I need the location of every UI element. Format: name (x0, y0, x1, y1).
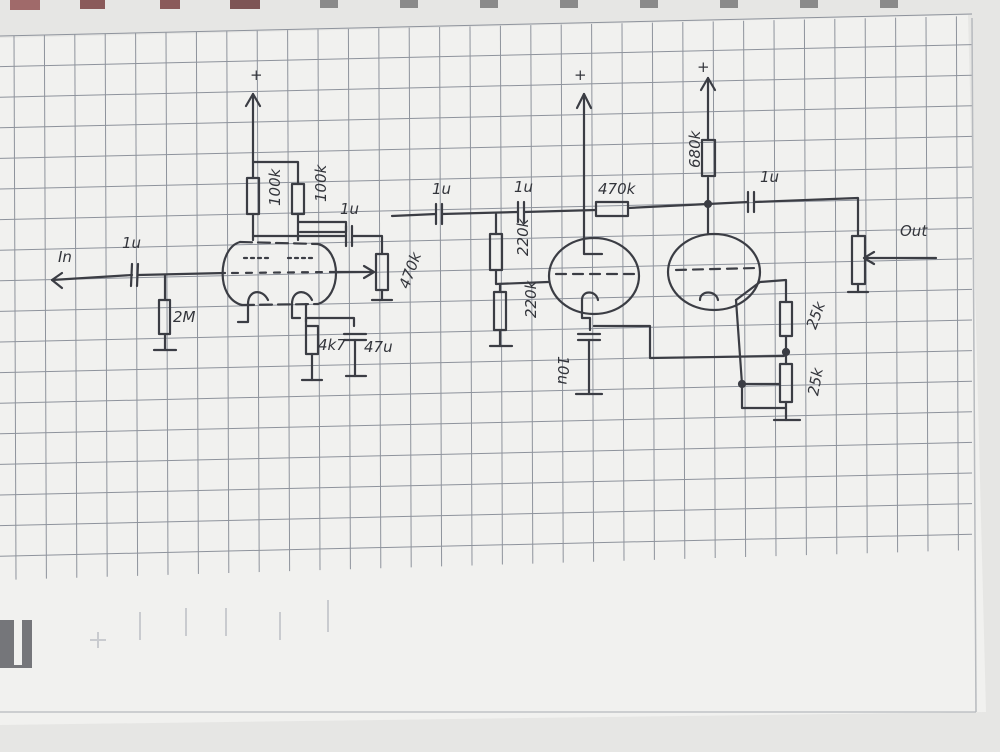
grid-line-horizontal (0, 74, 973, 98)
grid-line-horizontal (0, 503, 973, 527)
supply-plus-3: + (697, 58, 710, 76)
grid-line-horizontal (0, 227, 973, 251)
input-arrow (50, 271, 64, 290)
grid-line-vertical (408, 27, 412, 568)
grid-line-horizontal (0, 288, 973, 312)
grid-line-vertical (651, 22, 655, 560)
paper-sheet (0, 15, 986, 725)
tube3-envelope (666, 232, 762, 312)
coupling-cap-a-label: 1u (432, 180, 451, 198)
grid-resistor-label: 2M (173, 308, 196, 326)
supply-arrow-3 (699, 76, 717, 92)
tube1-left-envelope (221, 240, 244, 307)
grid-line-vertical (347, 28, 351, 570)
tube2-cathode (580, 291, 600, 302)
grid-line-horizontal (0, 13, 973, 37)
input-label: In (58, 248, 72, 266)
grid-resistor-220k-b-label: 220k (522, 279, 540, 318)
grid-line-vertical (621, 23, 625, 561)
grid-line-vertical (43, 35, 47, 579)
grid-line-vertical (287, 30, 291, 572)
grid-line-horizontal (0, 258, 973, 282)
plate-resistor-a-label: 100k (266, 167, 284, 206)
grid-line-vertical (256, 30, 260, 573)
grid-line-vertical (530, 25, 534, 564)
grid-line-vertical (743, 20, 747, 558)
grid-line-horizontal (0, 319, 973, 343)
pot-wiper-arrow (362, 264, 376, 280)
input-cap-label: 1u (122, 234, 141, 252)
grid-line-vertical (378, 28, 382, 569)
graph-paper-grid (0, 13, 973, 580)
binding-marks (10, 0, 898, 10)
coupling-cap-b-label: 1u (514, 178, 533, 196)
tube1-cathode-left (236, 291, 270, 324)
schematic-wiring (50, 76, 938, 422)
grid-line-vertical (955, 16, 959, 551)
grid-line-vertical (895, 17, 899, 553)
plate-resistor-b-label: 100k (312, 163, 330, 202)
logo-fragment (0, 620, 32, 668)
input-cap-plate-a (129, 262, 134, 288)
grid-line-vertical (834, 18, 838, 555)
tube1-grid (230, 270, 332, 275)
grid-line-vertical (712, 21, 716, 558)
grid-line-horizontal (0, 135, 973, 159)
tube3-grid (674, 266, 758, 272)
grid-line-vertical (469, 26, 473, 566)
grid-line-vertical (74, 34, 78, 578)
cathode-cap-10u-label: 10u (554, 356, 572, 385)
grid-line-horizontal (0, 197, 973, 221)
grid-line-vertical (104, 33, 108, 577)
grid-line-horizontal (0, 166, 973, 190)
grid-line-horizontal (0, 380, 973, 404)
series-resistor-label: 470k (598, 180, 637, 198)
grid-line-vertical (925, 16, 929, 552)
supply-plus-2: + (574, 66, 587, 84)
plate-resistor-680k-label: 680k (686, 129, 704, 168)
grid-line-vertical (682, 21, 686, 559)
grid-line-horizontal (0, 44, 973, 68)
grid-line-horizontal (0, 472, 973, 496)
grid-line-vertical (13, 35, 17, 580)
stage1-cap-label: 1u (340, 200, 359, 218)
grid-line-vertical (135, 33, 139, 576)
supply-plus-1: + (250, 66, 263, 84)
output-label: Out (900, 222, 928, 240)
cathode-resistor-b-label: 25k (804, 365, 827, 397)
grid-line-vertical (773, 20, 777, 557)
output-wiper-arrow (862, 250, 876, 266)
cathode-resistor-label: 4k7 (318, 336, 346, 354)
grid-line-horizontal (0, 105, 973, 129)
paper-border (0, 17, 977, 713)
grid-line-vertical (864, 18, 868, 554)
grid1-wire (136, 271, 227, 277)
grid-line-horizontal (0, 350, 973, 374)
grid-line-vertical (317, 29, 321, 571)
cathode-cap-label: 47u (364, 338, 393, 356)
grid-line-vertical (803, 19, 807, 556)
grid-line-vertical (439, 26, 443, 567)
input-wire (50, 273, 134, 282)
supply-arrow-2 (575, 92, 593, 110)
grid-line-vertical (560, 24, 564, 563)
grid-line-vertical (499, 25, 503, 565)
supply-arrow-1 (244, 92, 262, 108)
grid-line-vertical (165, 32, 169, 575)
grid-line-horizontal (0, 533, 973, 557)
grid-line-vertical (195, 31, 199, 574)
grid-resistor-220k-label: 220k (514, 217, 532, 256)
grid-line-vertical (226, 31, 230, 574)
grid-line-horizontal (0, 411, 973, 435)
output-cap-label: 1u (760, 168, 779, 186)
tube2-envelope (547, 236, 641, 316)
grid-line-horizontal (0, 441, 973, 465)
